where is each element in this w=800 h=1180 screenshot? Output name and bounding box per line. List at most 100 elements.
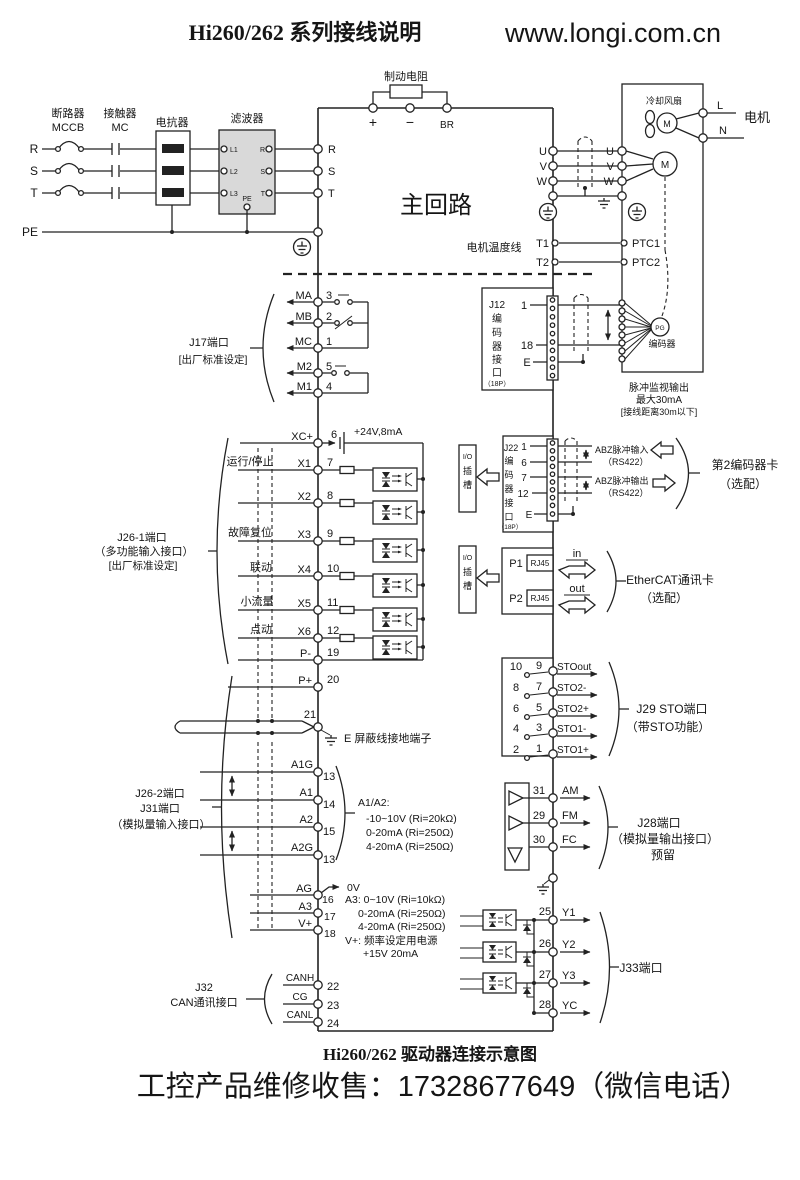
x6-label: X6 xyxy=(298,626,311,638)
pe-wire xyxy=(42,230,314,257)
filter-s: S xyxy=(260,169,265,176)
filter-t: T xyxy=(261,191,266,198)
io-slot-2: I/O 插 槽 xyxy=(458,545,500,614)
pe-label: PE xyxy=(22,225,38,239)
x1-num: 7 xyxy=(327,457,333,469)
io-slot-label: I/O xyxy=(463,454,473,461)
j28-section: 31 AM 29 FM 30 FC J28端口 （模拟量输出接口） 预留 xyxy=(504,782,719,895)
a1-num: 14 xyxy=(323,799,335,811)
j26-2-title: J26-2端口 xyxy=(135,787,185,800)
drive-ground-icon xyxy=(538,202,558,222)
a1a2-note3: 4-20mA (Ri=250Ω) xyxy=(366,841,454,853)
a1a2-note2: 0-20mA (Ri=250Ω) xyxy=(366,827,454,839)
shield-cable-dashes xyxy=(257,448,273,930)
j22-pin6: 6 xyxy=(521,458,527,469)
y3-label: Y3 xyxy=(562,970,575,982)
a1a2-note0: A1/A2: xyxy=(358,797,390,809)
io-slot-1: I/O 插 槽 xyxy=(458,444,500,513)
j26-1-title: J26-1端口 xyxy=(117,531,167,544)
a1a2-bracket xyxy=(335,765,355,861)
block-s: S xyxy=(328,166,335,178)
y3-num: 27 xyxy=(539,969,551,981)
sto-pin8: 8 xyxy=(513,682,519,694)
abz-in-arrow-icon xyxy=(650,441,674,459)
motor-w: W xyxy=(604,176,615,188)
j12-char-4: 接 xyxy=(492,353,502,366)
output-opto-icon xyxy=(482,972,517,994)
motor-ground-icon xyxy=(627,202,647,222)
out-w: W xyxy=(537,176,548,188)
encoder-label: 编码器 xyxy=(648,338,675,349)
j26-2-bracket xyxy=(212,675,233,939)
pulse-note-3: [接线距离30m以下] xyxy=(621,406,698,417)
shield-terminal-section: P+ 20 21 E 屏蔽线接地端子 xyxy=(174,674,431,746)
j17-mb-num: 2 xyxy=(326,311,332,323)
j17-m2: M2 xyxy=(297,361,312,373)
t2-label: T2 xyxy=(536,257,549,269)
yc-num: 28 xyxy=(539,999,551,1011)
ethercat-card-label: EtherCAT通讯卡 xyxy=(626,573,714,587)
canl-label: CANL xyxy=(287,1010,314,1021)
j31-title: J31端口 xyxy=(140,802,180,815)
a2-num: 15 xyxy=(323,826,335,838)
j22-pin7: 7 xyxy=(521,473,527,484)
abz-in-rs422: （RS422） xyxy=(603,457,649,467)
diagram-caption: Hi260/262 驱动器连接示意图 xyxy=(323,1044,537,1064)
phase-t-label: T xyxy=(30,186,38,200)
j12-char-5: 口 xyxy=(492,368,502,379)
ecat-in-arrow-icon xyxy=(558,561,596,579)
ethercat-section: P1 RJ45 P2 RJ45 in out EtherCAT通讯卡 （选配） xyxy=(501,547,714,615)
io-slot-char2: 槽 xyxy=(463,580,472,591)
a1-label: A1 xyxy=(300,787,313,799)
j22-title: J22 xyxy=(504,443,519,453)
x-input-rows: 运行/停止 故障复位 联动 小流量 点动 X1 7 X2 8 X3 9 X4 1… xyxy=(226,454,425,660)
can-label: CAN通讯接口 xyxy=(170,996,237,1009)
j17-ma-num: 3 xyxy=(326,290,332,302)
sto1-minus-label: STO1- xyxy=(557,724,586,735)
shield-ground-icon xyxy=(597,197,611,209)
j26-1-note: [出厂标准设定] xyxy=(109,559,178,572)
website-url: www.longi.com.cn xyxy=(504,18,721,48)
a2-label: A2 xyxy=(300,814,313,826)
a3-num: 17 xyxy=(324,911,336,923)
j17-section: J17端口 [出厂标准设定] MA 3 MB 2 MC 1 M2 5 M1 4 xyxy=(179,290,369,403)
abz-out-label: ABZ脉冲输出 xyxy=(595,475,649,486)
j22-char4: 接 xyxy=(504,497,513,508)
encoder-card-optional: （选配） xyxy=(719,477,767,491)
a3-note1: A3: 0~10V (Ri=10kΩ) xyxy=(345,894,445,906)
sto-pin9: 9 xyxy=(536,660,542,672)
x2-label: X2 xyxy=(298,491,311,503)
down-arrow-icon xyxy=(506,847,524,864)
j28-ground-icon xyxy=(536,883,550,895)
block-t: T xyxy=(328,188,335,200)
xc-num: 6 xyxy=(331,429,337,441)
j28-reserved: 预留 xyxy=(651,848,675,862)
main-circuit-block: R S T 主回路 xyxy=(283,107,592,1032)
j17-m1: M1 xyxy=(297,381,312,393)
a2g-num: 13 xyxy=(323,854,335,866)
j12-pin-18: 18 xyxy=(521,340,533,352)
x3-label: X3 xyxy=(298,529,311,541)
v-plus-num: 18 xyxy=(324,928,336,940)
j26-1-section: J26-1端口 （多功能输入接口） [出厂标准设定] XC+ 6 +24V,8m… xyxy=(95,426,425,665)
j12-char-3: 器 xyxy=(492,341,502,353)
x5-label: X5 xyxy=(298,598,311,610)
j22-char2: 码 xyxy=(504,470,513,480)
supply-24v-label: +24V,8mA xyxy=(354,426,402,438)
cg-num: 23 xyxy=(327,1000,339,1012)
motor-section: U V W U V W M 冷却风扇 M L N 电机 T1 T2 电机温度线 … xyxy=(467,83,770,417)
j22-pin12: 12 xyxy=(517,489,529,500)
encoder-group: PG 编码器 xyxy=(618,299,676,363)
am-num: 31 xyxy=(533,785,545,797)
yc-label: YC xyxy=(562,1000,577,1012)
optocoupler-icons xyxy=(372,467,425,660)
pulse-note-1: 脉冲监视输出 xyxy=(629,381,689,394)
fan-m-label: M xyxy=(663,119,671,129)
j12-18p: （18P） xyxy=(484,380,510,388)
j29-subtitle: （带STO功能） xyxy=(626,720,710,734)
y1-label: Y1 xyxy=(562,907,575,919)
p-plus-label: P+ xyxy=(298,675,312,687)
input-resistors xyxy=(322,465,373,643)
slot-arrow-icon xyxy=(476,468,500,486)
fan-n: N xyxy=(719,125,727,137)
